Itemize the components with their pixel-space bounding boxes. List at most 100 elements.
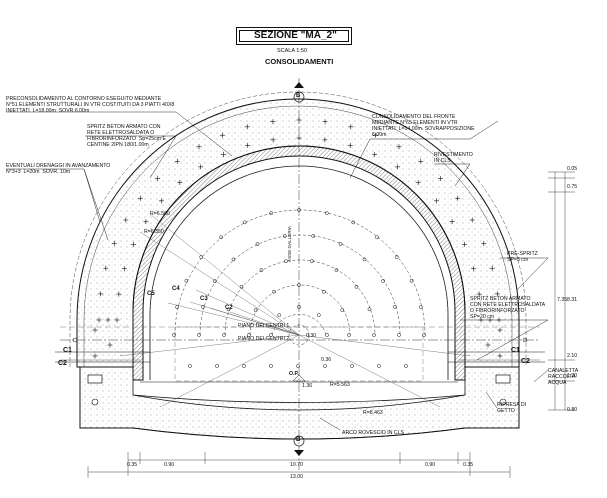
bolt-symbol [114, 317, 120, 323]
dim-0-80: 0.80 [567, 407, 578, 413]
bolt-symbol [485, 342, 491, 348]
face-nail [215, 364, 219, 368]
face-nail [297, 283, 301, 287]
bolt-symbol [296, 117, 302, 123]
bolt-symbol [396, 144, 402, 150]
face-nail [422, 333, 426, 337]
face-nail [296, 364, 300, 368]
bolt-symbol [158, 198, 164, 204]
label-centers-plane-2: PIANO DEI CENTRI 2 [238, 336, 290, 342]
face-nail [323, 364, 327, 368]
concrete-lining [132, 145, 466, 381]
bolt-symbol [497, 353, 503, 359]
bolt-symbol [469, 217, 475, 223]
radius-6350: R=6.350 [144, 229, 164, 235]
bolt-symbol [198, 164, 204, 170]
bolt-symbol [415, 179, 421, 185]
mark-c4: C4 [172, 286, 180, 292]
bolt-symbol [98, 291, 104, 297]
dim-0-30: 0.30 [306, 333, 317, 339]
label-tunnel-axis: ASSE GALLERIA [287, 225, 292, 262]
bolt-symbol [92, 327, 98, 333]
label-spritz-armato: SPRITZ BETON ARMATO CON RETE ELETTROSALD… [87, 124, 166, 148]
bolt-symbol [296, 135, 302, 141]
bolt-symbol [348, 124, 354, 130]
face-nail [340, 308, 345, 312]
face-nail [354, 284, 359, 289]
radius-5563: R=5.563 [330, 382, 350, 388]
mark-c3: C3 [200, 296, 208, 302]
face-nail [242, 220, 247, 225]
face-nail [311, 234, 316, 238]
bolt-symbol [270, 119, 276, 125]
bolt-symbol [373, 132, 379, 138]
dim-0-36: 0.36 [321, 357, 332, 363]
bolt-symbol [245, 142, 251, 148]
face-nail [199, 255, 204, 259]
bolt-symbol [116, 291, 122, 297]
mark-c2-right: C2 [521, 358, 530, 365]
radius-8463: R=8.463 [363, 410, 383, 416]
face-nail [175, 305, 179, 310]
face-nail [253, 308, 258, 312]
bolt-symbol [111, 240, 117, 246]
radius-6500: R=6.500 [150, 211, 170, 217]
bolt-symbol [372, 151, 378, 157]
bolt-symbol [418, 158, 424, 164]
bolt-symbol [105, 317, 111, 323]
face-nail [201, 304, 205, 309]
bolt-symbol [476, 291, 482, 297]
bolt-symbol [196, 144, 202, 150]
face-nail [231, 257, 236, 262]
face-nail [188, 364, 192, 368]
dim-10-70: 10.70 [290, 462, 303, 468]
bolt-symbol [177, 179, 183, 185]
face-nail [324, 211, 329, 215]
face-nail [310, 259, 314, 263]
face-nail [350, 364, 354, 368]
face-nail [377, 364, 381, 368]
bolt-symbol [103, 265, 109, 271]
label-drainage: EVENTUALI DRENAGGI IN AVANZAMENTO N°3+3 … [6, 163, 111, 175]
bolt-symbol [322, 137, 328, 143]
section-mark-bottom: B [296, 437, 301, 443]
label-pre-spritz: PRE-SPRITZ SP=5 cm [507, 251, 538, 263]
face-nail [239, 284, 244, 289]
bolt-symbol [155, 176, 161, 182]
face-nail [375, 235, 379, 240]
bolt-symbol [143, 219, 149, 225]
bolt-symbol [494, 291, 500, 297]
bolt-symbol [220, 151, 226, 157]
bolt-symbol [394, 164, 400, 170]
dim-13-00: 13.00 [290, 474, 303, 480]
face-nail [394, 255, 399, 259]
dim-0-35-left: 0.35 [127, 462, 138, 468]
bolt-symbol [121, 266, 127, 272]
dim-1-20: 1.20 [567, 373, 578, 379]
face-nail [222, 333, 226, 337]
section-title: SEZIONE "MA_2" [254, 30, 337, 41]
dim-7-35: 7.35 [557, 297, 568, 303]
dim-8-31: 8.31 [567, 297, 578, 303]
bolt-symbol [481, 240, 487, 246]
bolt-symbol [92, 353, 98, 359]
face-nail [259, 268, 264, 272]
face-nail [419, 305, 423, 310]
dim-0-35-right: 0.35 [463, 462, 474, 468]
face-nail [219, 235, 223, 240]
face-nail [381, 279, 385, 283]
dim-2-10: 2.10 [567, 353, 578, 359]
face-nail [393, 304, 397, 309]
face-nail [269, 364, 273, 368]
face-nail [277, 313, 282, 318]
dim-0-05: 0.05 [567, 166, 578, 172]
face-nail [397, 333, 401, 337]
scale-label: SCALA 1:50 [277, 48, 307, 54]
face-nail [316, 313, 321, 318]
face-nail [351, 220, 356, 225]
face-nail [297, 305, 301, 309]
bolt-symbol [123, 217, 129, 223]
face-nail [242, 364, 246, 368]
